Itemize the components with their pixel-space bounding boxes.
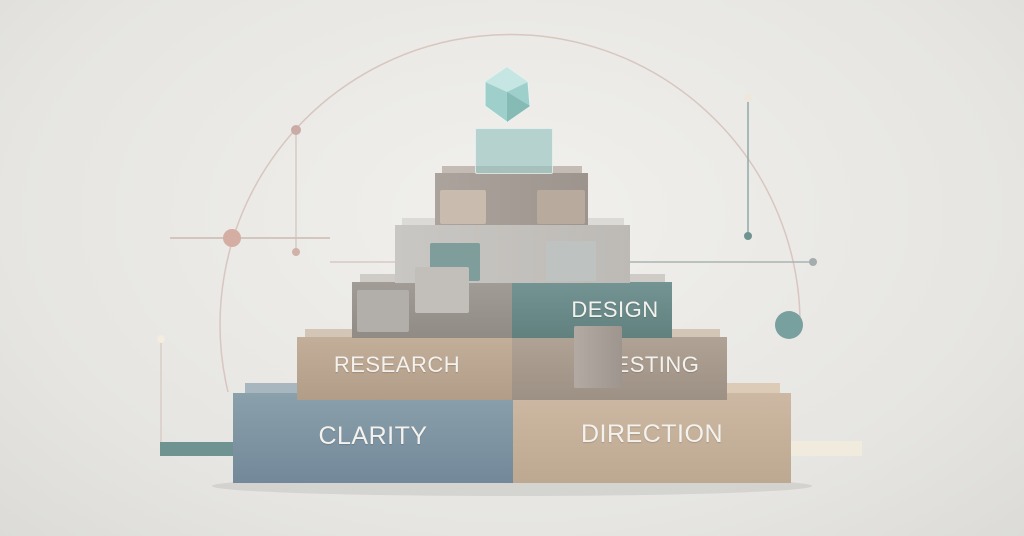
small-cube <box>537 190 585 224</box>
clarity-label: CLARITY <box>318 422 428 450</box>
small-cube <box>546 241 596 281</box>
small-cube <box>574 326 622 388</box>
small-cube <box>440 190 486 224</box>
design-label: DESIGN <box>571 297 659 322</box>
research-label: RESEARCH <box>333 352 461 377</box>
direction-label: DIRECTION <box>581 420 723 448</box>
cream-bar <box>790 441 862 456</box>
direction-block <box>513 393 791 483</box>
research-block <box>297 337 512 400</box>
small-cube <box>415 267 469 313</box>
teal-bar <box>160 442 234 456</box>
clarity-block <box>233 393 513 483</box>
teal-dot <box>775 311 803 339</box>
small-cube <box>357 290 409 332</box>
glass-cube <box>475 128 553 174</box>
rose-dot <box>223 229 241 247</box>
